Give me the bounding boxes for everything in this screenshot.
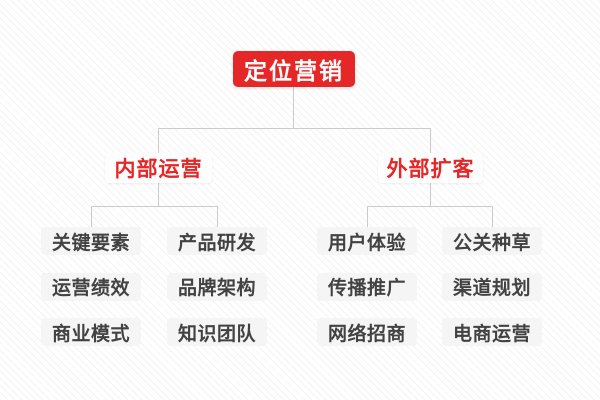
- leaf-node: 用户体验: [317, 227, 417, 255]
- leaf-node: 运营绩效: [41, 272, 141, 301]
- leaf-node: 传播推广: [317, 272, 417, 301]
- leaf-group-left: 关键要素 产品研发 运营绩效 品牌架构 商业模式 知识团队: [41, 227, 267, 346]
- leaf-node: 公关种草: [442, 227, 542, 255]
- leaf-group-right: 用户体验 公关种草 传播推广 渠道规划 网络招商 电商运营: [317, 227, 542, 346]
- root-node: 定位营销: [233, 51, 355, 87]
- leaf-node: 渠道规划: [442, 272, 542, 301]
- branch-node-external-expansion: 外部扩客: [378, 153, 483, 183]
- leaf-node: 关键要素: [41, 227, 141, 255]
- branch-node-internal-operations: 内部运营: [105, 153, 212, 183]
- leaf-node: 网络招商: [317, 318, 417, 346]
- leaf-node: 品牌架构: [167, 272, 267, 301]
- leaf-node: 电商运营: [442, 318, 542, 346]
- leaf-node: 商业模式: [41, 318, 141, 346]
- leaf-node: 产品研发: [167, 227, 267, 255]
- leaf-node: 知识团队: [167, 318, 267, 346]
